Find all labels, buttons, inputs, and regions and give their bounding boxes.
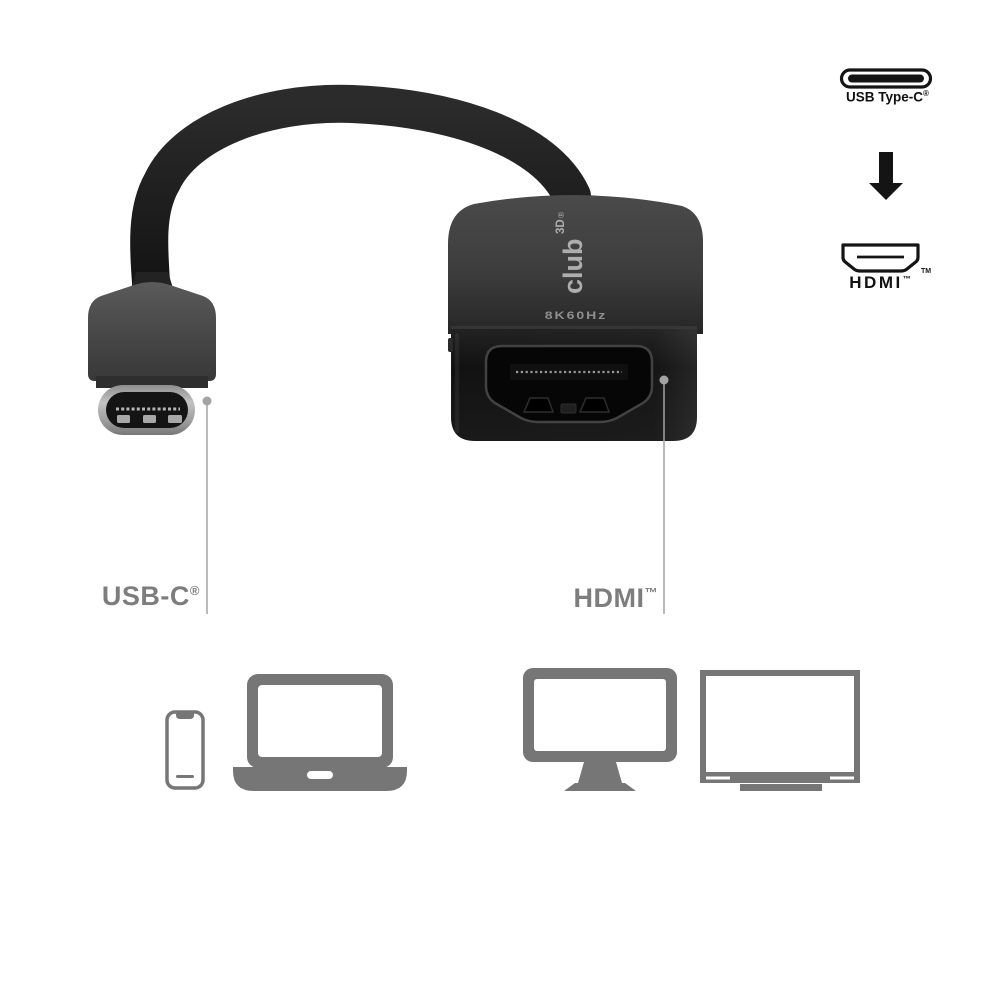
laptop-icon <box>233 674 407 791</box>
usb-type-c-connector-icon <box>839 68 933 89</box>
hdmi-label: HDMI™ <box>573 583 658 613</box>
svg-text:®: ® <box>556 211 566 218</box>
adapter-body: club 3D ® 8K60Hz <box>448 195 703 441</box>
smartphone-icon <box>165 710 205 790</box>
hdmi-connector-icon: TM <box>841 243 931 275</box>
usb-c-callout-line <box>202 396 212 614</box>
hdmi-legend-label: HDMI™ <box>849 273 911 292</box>
usb-c-connector <box>88 272 216 435</box>
svg-text:club: club <box>558 238 588 294</box>
spec-marking: 8K60Hz <box>545 308 608 321</box>
tv-icon <box>700 670 860 791</box>
usb-type-c-legend-label: USB Type-C® <box>846 89 929 105</box>
arrow-down-icon <box>869 152 903 200</box>
hdmi-callout-line <box>659 375 669 614</box>
adapter-top-face <box>448 195 703 334</box>
hdmi-port <box>484 344 654 424</box>
brand-logo: club 3D ® <box>555 211 588 294</box>
cable <box>130 84 591 314</box>
monitor-icon <box>523 668 677 791</box>
hdmi-icon-tm-mark: TM <box>921 268 931 275</box>
usb-c-label: USB-C® <box>101 581 200 611</box>
svg-text:3D: 3D <box>555 219 567 234</box>
